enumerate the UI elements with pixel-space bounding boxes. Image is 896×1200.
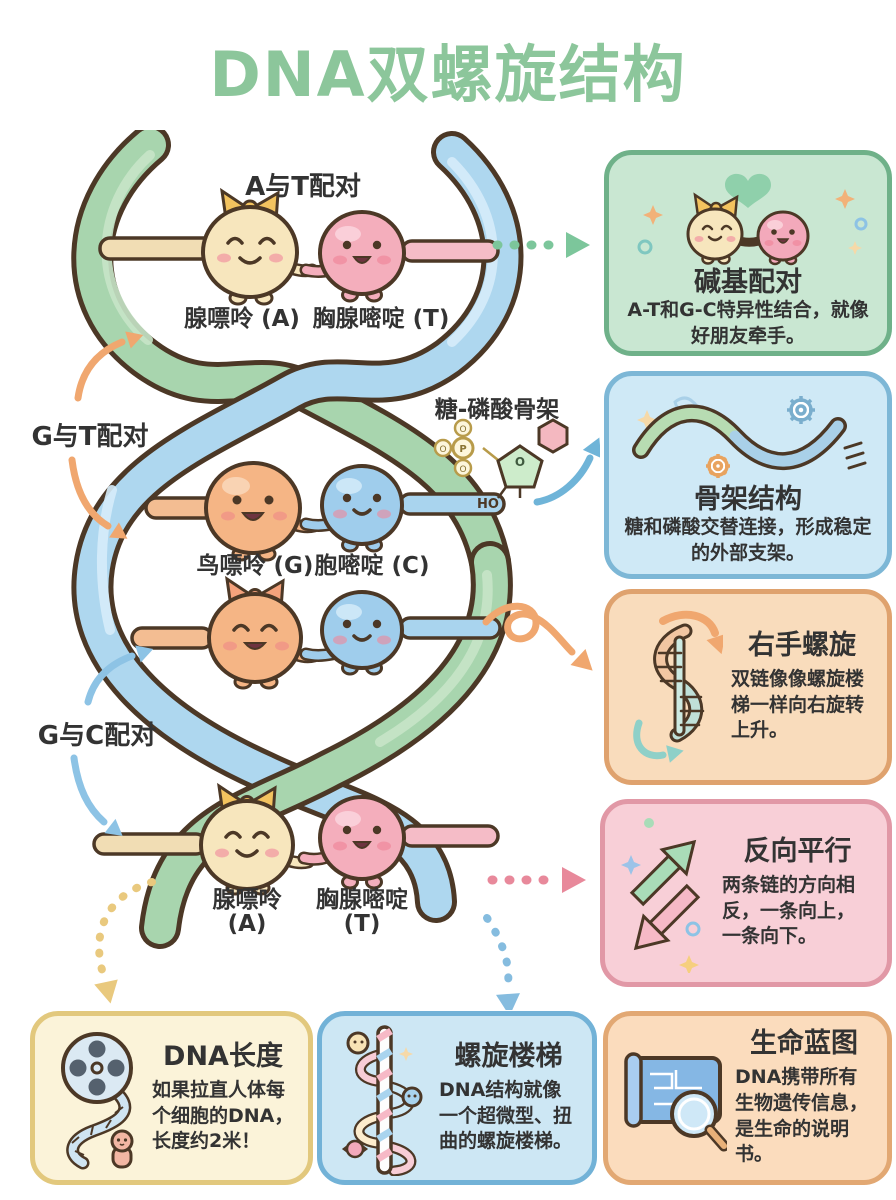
- card-base-pairing-title: 碱基配对: [694, 267, 802, 298]
- card-right-handed-body: 双链像像螺旋楼梯一样向右旋转上升。: [731, 668, 865, 742]
- chem-o-left: O: [439, 445, 446, 455]
- card-spiral-stairs: 螺旋楼梯 DNA结构就像一个超微型、扭曲的螺旋楼梯。: [317, 1011, 597, 1185]
- green-strand: [71, 130, 511, 583]
- card-blueprint-title: 生命蓝图: [750, 1028, 858, 1060]
- arrow-to-right-handed-card: [482, 602, 593, 671]
- card-base-pairing: 碱基配对 A-T和G-C特异性结合，就像好朋友牵手。: [604, 150, 892, 356]
- backbone-label: 糖-磷酸骨架: [434, 397, 560, 423]
- card-right-handed: 右手螺旋 双链像像螺旋楼梯一样向右旋转上升。: [604, 589, 892, 785]
- card-dna-length-title: DNA长度: [163, 1041, 283, 1073]
- dna-length-illustration: [61, 1032, 134, 1170]
- adenine-character-top: [201, 187, 319, 306]
- chem-ho-label: HO: [477, 497, 499, 512]
- card-backbone-title: 骨架结构: [694, 484, 802, 515]
- spiral-stairs-illustration: [341, 1024, 423, 1176]
- thymine-bottom-label: 胸腺嘧啶: [316, 887, 408, 913]
- arrow-to-antiparallel-card: [487, 867, 586, 893]
- chem-ring-o: O: [515, 455, 525, 469]
- chem-o-top: O: [459, 425, 466, 435]
- blueprint-illustration: [624, 1052, 727, 1152]
- card-antiparallel-body: 两条链的方向相反，一条向上，一条向下。: [722, 874, 856, 948]
- card-dna-length-body: 如果拉直人体每个细胞的DNA，长度约2米！: [152, 1079, 294, 1153]
- chem-o-bottom: O: [459, 465, 466, 475]
- guanine-label: 鸟嘌呤 (G): [196, 553, 314, 579]
- gt-pair-label: G与T配对: [31, 422, 149, 452]
- gc-pair-label: G与C配对: [37, 721, 157, 751]
- arrow-to-dna-length-card: [94, 878, 156, 1004]
- card-backbone-body: 糖和磷酸交替连接，形成稳定的外部支架。: [624, 516, 872, 564]
- cytosine-character-2: [299, 590, 404, 676]
- card-dna-length: DNA长度 如果拉直人体每个细胞的DNA，长度约2米！: [30, 1011, 313, 1185]
- at-pair-label: A与T配对: [245, 172, 361, 202]
- card-blueprint: 生命蓝图 DNA携带所有生物遗传信息，是生命的说明书。: [603, 1011, 892, 1185]
- adenine-bottom-symbol: (A): [227, 911, 267, 937]
- card-blueprint-body: DNA携带所有生物遗传信息，是生命的说明书。: [735, 1066, 869, 1166]
- card-right-handed-title: 右手螺旋: [748, 630, 856, 662]
- guanine-character-bow: [207, 575, 321, 690]
- chem-p-label: P: [459, 444, 466, 455]
- backbone-illustration: [632, 396, 867, 478]
- arrow-to-backbone-card: [533, 437, 600, 506]
- right-handed-helix-illustration: [633, 610, 723, 763]
- adenine-top-label: 腺嘌呤 (A): [184, 306, 300, 332]
- adenine-bottom-label: 腺嘌呤: [212, 887, 282, 913]
- adenine-character-bottom: [199, 782, 315, 896]
- blue-strand: [71, 131, 524, 923]
- card-antiparallel: 反向平行 两条链的方向相反，一条向上，一条向下。: [600, 799, 892, 987]
- arrow-to-spiral-stairs-card: [483, 914, 520, 1010]
- cytosine-character: [299, 464, 404, 553]
- base-pairing-illustration: [637, 173, 868, 266]
- dna-helix-scene: P O O O O HO: [0, 130, 600, 1010]
- card-base-pairing-body: A-T和G-C特异性结合，就像好朋友牵手。: [627, 299, 869, 347]
- thymine-top-label: 胸腺嘧啶 (T): [312, 306, 450, 332]
- antiparallel-arrows-illustration: [621, 818, 701, 973]
- thymine-bottom-symbol: (T): [343, 911, 381, 937]
- card-spiral-stairs-title: 螺旋楼梯: [454, 1041, 563, 1073]
- card-backbone: 骨架结构 糖和磷酸交替连接，形成稳定的外部支架。: [604, 371, 892, 579]
- thymine-character-top: [299, 210, 406, 303]
- thymine-character-bottom: [297, 795, 406, 890]
- card-antiparallel-title: 反向平行: [743, 836, 852, 868]
- sugar-phosphate-chemistry: P O O O O HO: [433, 418, 569, 512]
- cytosine-label: 胞嘧啶 (C): [314, 553, 430, 579]
- card-spiral-stairs-body: DNA结构就像一个超微型、扭曲的螺旋楼梯。: [439, 1079, 573, 1153]
- arrow-to-base-pairing-card: [492, 232, 590, 258]
- page-title: DNA双螺旋结构: [209, 38, 687, 111]
- green-strand-lower: [139, 541, 513, 949]
